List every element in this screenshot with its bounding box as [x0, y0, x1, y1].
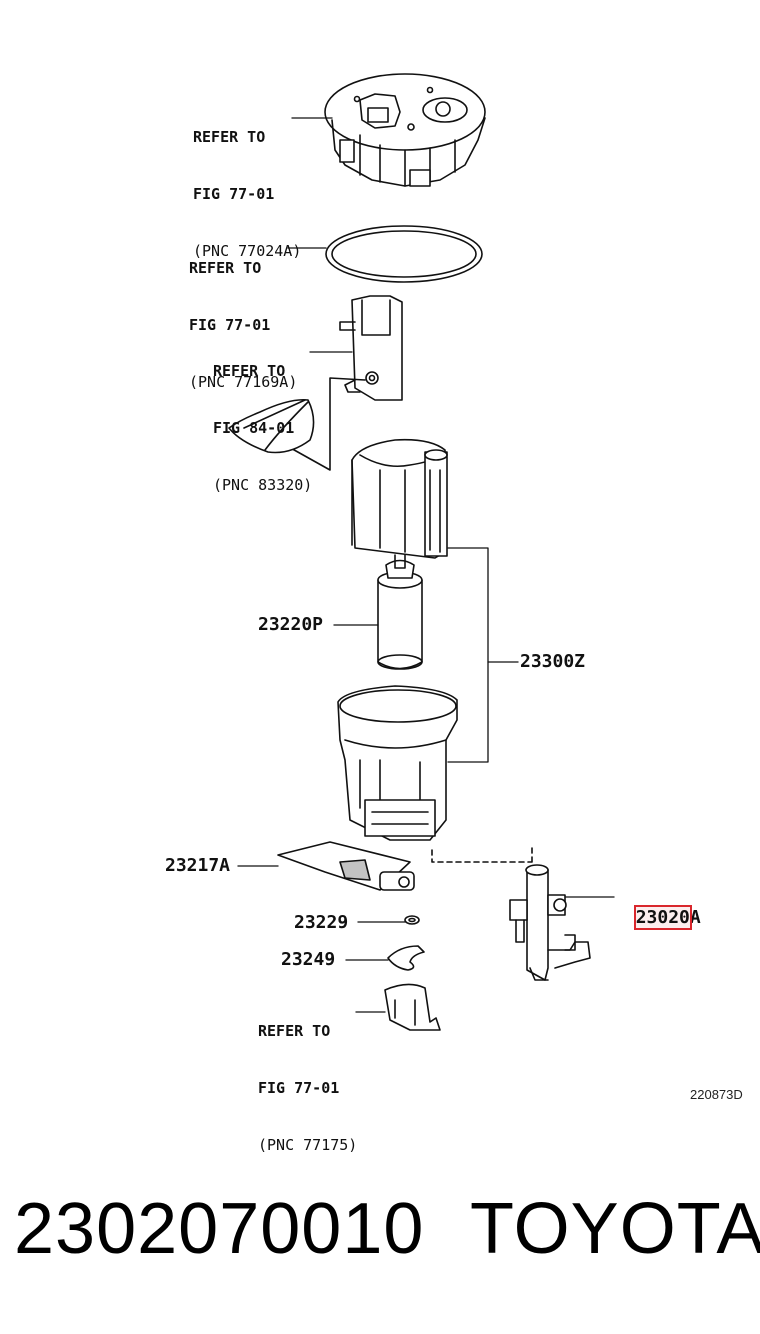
footer-part-number: 2302070010 [14, 1189, 425, 1269]
exploded-parts-diagram [228, 73, 615, 1031]
filter-housing-top [351, 438, 448, 559]
part-23229-label[interactable]: 23229 [294, 912, 349, 933]
washer-23229 [404, 915, 420, 925]
ref-label-83320: REFER TO FIG 84-01 (PNC 83320) [213, 362, 313, 494]
ref-label-77175: REFER TO FIG 77-01 (PNC 77175) [258, 1022, 358, 1154]
part-23300z-label[interactable]: 23300Z [520, 651, 586, 672]
leader-lines [237, 117, 615, 1013]
highlighted-part-box: 23020 [633, 905, 692, 930]
sub-tank-bucket [337, 685, 458, 841]
gasket-ring [325, 225, 483, 283]
ref-label-77169a: REFER TO FIG 77-01 (PNC 77169A) [189, 259, 298, 391]
pressure-regulator [431, 844, 591, 981]
part-23220p-label[interactable]: 23220P [258, 614, 324, 635]
leader-23300z [447, 547, 519, 763]
retainer-bracket [384, 983, 441, 1031]
diagram-code: 220873D [690, 1087, 743, 1102]
part-23217a-label[interactable]: 23217A [165, 855, 231, 876]
fuel-pump [377, 554, 423, 670]
fuel-level-sender [228, 295, 403, 471]
ref-label-77024a: REFER TO FIG 77-01 (PNC 77024A) [193, 128, 302, 260]
footer-brand: TOYOTA [470, 1189, 760, 1269]
clip-23249 [387, 945, 425, 971]
top-cover-flange [324, 73, 486, 187]
part-23020a-label[interactable]: 23020A [633, 905, 701, 930]
part-23249-label[interactable]: 23249 [281, 949, 336, 970]
fuel-strainer [277, 841, 415, 891]
